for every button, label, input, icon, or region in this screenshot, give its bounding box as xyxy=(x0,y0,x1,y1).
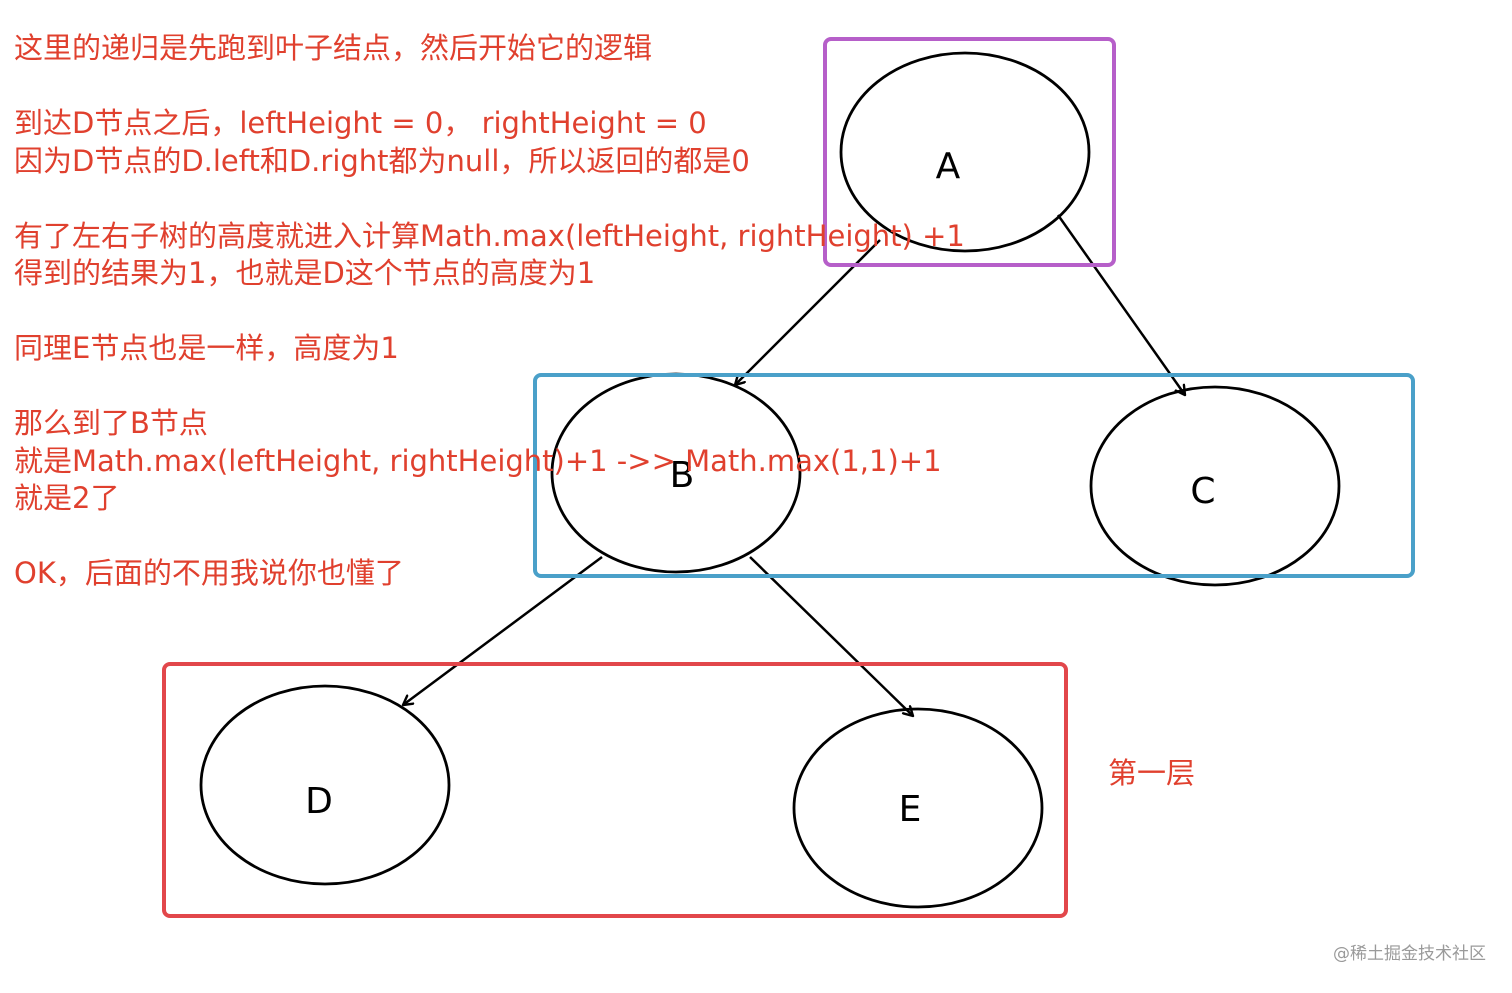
note-line: 到达D节点之后，leftHeight = 0， rightHeight = 0 xyxy=(14,106,707,140)
note-line xyxy=(14,293,965,331)
layer-box-bottom xyxy=(162,662,1068,918)
node-label-a: A xyxy=(936,146,961,187)
note-line: 这里的递归是先跑到叶子结点，然后开始它的逻辑 xyxy=(14,31,653,65)
tree-node-d: D xyxy=(199,684,451,886)
tree-node-c: C xyxy=(1089,385,1341,587)
edge-b-e xyxy=(749,556,913,716)
explanation-notes: 这里的递归是先跑到叶子结点，然后开始它的逻辑 到达D节点之后，leftHeigh… xyxy=(14,30,965,593)
tree-node-e: E xyxy=(792,707,1044,909)
node-label-b: B xyxy=(670,455,695,496)
layer-box-middle xyxy=(533,373,1415,578)
node-label-e: E xyxy=(899,789,922,830)
note-line: 那么到了B节点 xyxy=(14,406,208,440)
node-label-c: C xyxy=(1190,471,1215,512)
note-line xyxy=(14,180,965,218)
note-line: 因为D节点的D.left和D.right都为null，所以返回的都是0 xyxy=(14,143,750,178)
note-line: 就是2了 xyxy=(14,481,120,515)
note-line: 有了左右子树的高度就进入计算Math.max(leftHeight, right… xyxy=(14,218,965,253)
edge-b-d xyxy=(403,555,603,705)
tree-node-a: A xyxy=(839,51,1091,253)
note-line xyxy=(14,518,965,556)
note-line xyxy=(14,68,965,106)
edge-a-c xyxy=(1056,214,1185,395)
note-line: OK，后面的不用我说你也懂了 xyxy=(14,556,404,590)
note-line xyxy=(14,368,965,406)
watermark: @稀土掘金技术社区 xyxy=(1333,944,1486,964)
layer-box-top xyxy=(823,37,1116,267)
note-line: 就是Math.max(leftHeight, rightHeight)+1 ->… xyxy=(14,443,942,478)
note-line: 得到的结果为1，也就是D这个节点的高度为1 xyxy=(14,256,596,290)
node-label-d: D xyxy=(305,781,333,822)
note-line: 同理E节点也是一样，高度为1 xyxy=(14,331,399,365)
layer-label: 第一层 xyxy=(1108,756,1196,790)
